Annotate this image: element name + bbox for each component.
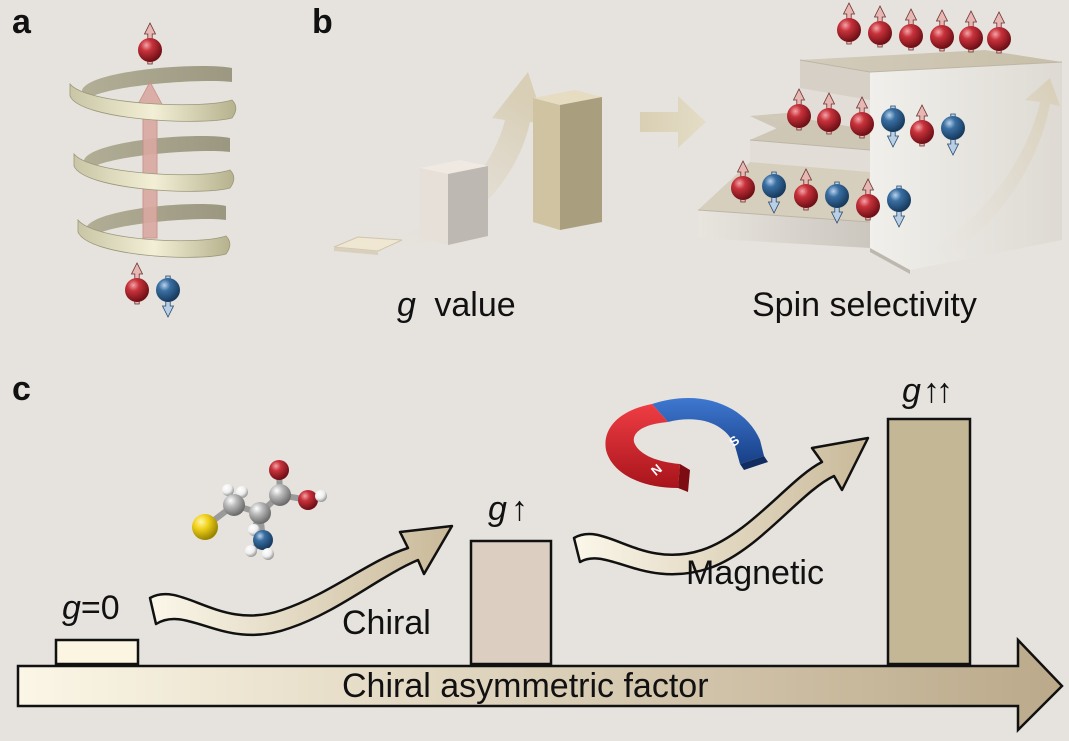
- g-upup-arrows: ↑↑: [923, 372, 949, 410]
- g-symbol: g: [902, 372, 921, 410]
- label-g-zero: g=0: [62, 589, 120, 627]
- top-step-electrons: [836, 2, 1012, 54]
- spin-up-electron: [958, 10, 984, 53]
- panel-c-letter: c: [12, 370, 31, 408]
- g-rise-arrow: [360, 72, 545, 260]
- spin-down-electron: [155, 275, 181, 318]
- g-symbol: g: [62, 589, 81, 627]
- panel-b-letter: b: [312, 3, 333, 41]
- tall-box: [533, 90, 602, 230]
- g-up-arrow: ↑: [511, 490, 528, 528]
- g-value-symbol: g: [397, 286, 416, 324]
- magnetic-curved-arrow: [572, 436, 870, 576]
- medium-box: [420, 160, 488, 245]
- spin-up-electron: [836, 2, 862, 45]
- chiral-asymmetric-factor-arrow: [16, 636, 1064, 734]
- panel-a-letter: a: [12, 3, 32, 41]
- g-value-label: g value: [397, 286, 516, 324]
- chiral-label: Chiral: [342, 604, 431, 642]
- helix-front: [69, 82, 237, 258]
- spin-selectivity-stairs: [697, 50, 1063, 274]
- bar-g-upup: [886, 417, 972, 666]
- chiral-helix-diagram: [69, 22, 237, 318]
- magnetic-label: Magnetic: [686, 554, 824, 592]
- spin-up-electron: [124, 262, 150, 305]
- cysteine-molecule: [192, 460, 327, 560]
- spin-up-electron: [867, 5, 893, 48]
- spin-up-electron: [898, 8, 924, 51]
- label-g-upup: g↑↑: [902, 372, 949, 410]
- stair-rise-arrow: [930, 78, 1060, 258]
- g-zero-suffix: =0: [81, 589, 120, 627]
- label-g-up: g↑: [488, 490, 528, 528]
- g-symbol: g: [488, 490, 507, 528]
- spin-up-electron: [929, 9, 955, 52]
- horseshoe-magnet: N S: [605, 397, 768, 492]
- axis-label: Chiral asymmetric factor: [342, 667, 709, 705]
- spin-up-electron: [137, 22, 163, 65]
- chiral-curved-arrow: [148, 524, 454, 637]
- bar-g-zero: [54, 638, 140, 666]
- g-value-diagram: g value: [333, 72, 602, 324]
- bar-g-up: [469, 539, 553, 666]
- helix-back: [82, 66, 232, 240]
- g-value-text: value: [434, 286, 515, 324]
- transition-arrow: [640, 96, 706, 148]
- spin-up-electron: [986, 11, 1012, 54]
- spin-selectivity-label: Spin selectivity: [752, 286, 977, 324]
